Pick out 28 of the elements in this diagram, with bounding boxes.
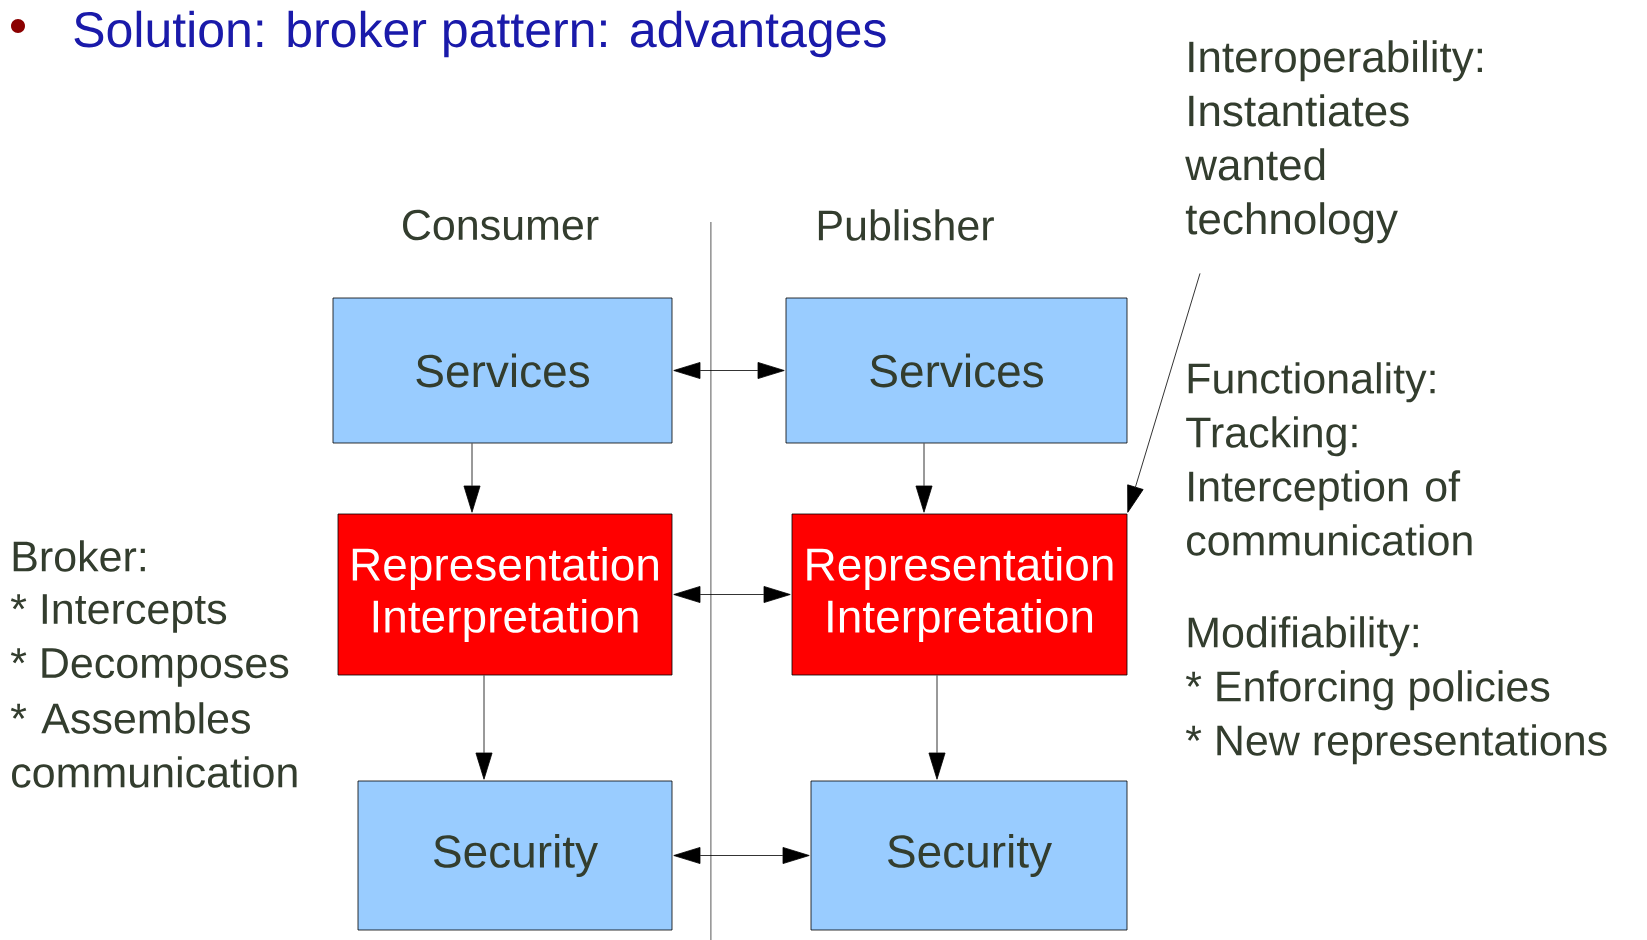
note-text: Interception of communication bbox=[1187, 470, 1472, 556]
process-box: Representation Interpretation bbox=[791, 513, 1128, 676]
arrow bbox=[673, 586, 791, 603]
arrow bbox=[463, 443, 481, 513]
arrow bbox=[673, 362, 785, 379]
process-box: Security bbox=[357, 780, 673, 931]
note-text: * Intercepts bbox=[10, 594, 227, 633]
note-text: * Decomposes bbox=[10, 648, 289, 687]
note-text: Modifiability: bbox=[1188, 616, 1418, 657]
note-text: * Assembles communication bbox=[10, 702, 297, 788]
slide-title: Solution: broker pattern: advantages bbox=[74, 10, 886, 58]
arrow bbox=[928, 675, 946, 780]
process-box: Security bbox=[810, 780, 1128, 931]
arrow bbox=[915, 443, 933, 513]
process-box: Services bbox=[332, 297, 673, 444]
note-text: * New representations bbox=[1185, 724, 1607, 765]
arrow bbox=[475, 675, 493, 780]
note-text: Broker: bbox=[13, 540, 145, 572]
arrow bbox=[1127, 273, 1201, 513]
arrow bbox=[673, 847, 810, 864]
note-text: * Enforcing policies bbox=[1185, 670, 1550, 711]
process-box: Representation Interpretation bbox=[337, 513, 673, 676]
column-heading: Consumer bbox=[403, 209, 599, 241]
note-text: Functionality: bbox=[1188, 362, 1435, 403]
column-heading: Publisher bbox=[818, 209, 994, 241]
note-text: Interoperability: Instantiates wanted technology bbox=[1185, 40, 1482, 244]
process-box: Services bbox=[785, 297, 1128, 444]
note-text: Tracking: bbox=[1186, 416, 1357, 457]
